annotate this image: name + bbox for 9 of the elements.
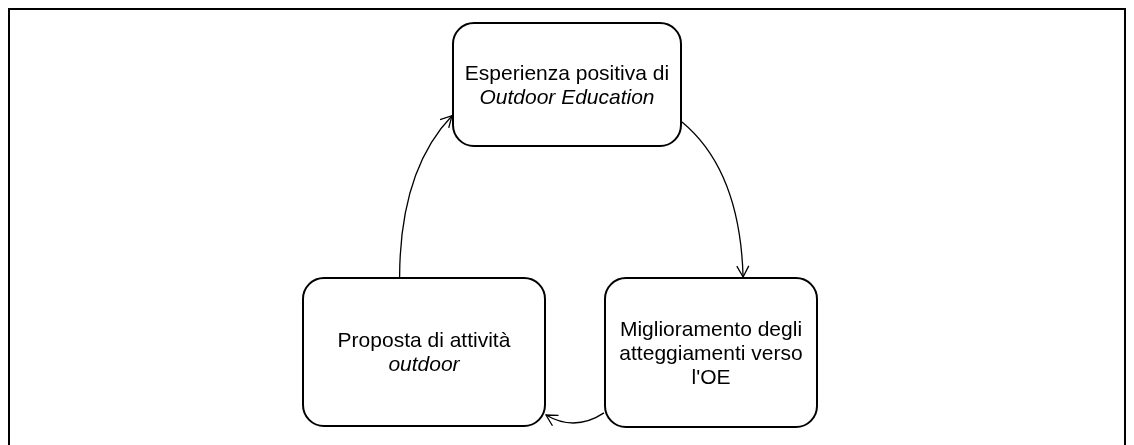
curved-arrow bbox=[398, 115, 453, 278]
box-text: Esperienza positiva di Outdoor Education bbox=[464, 60, 670, 109]
process-box bbox=[452, 22, 682, 147]
process-box bbox=[302, 277, 546, 427]
curved-arrow bbox=[681, 121, 750, 278]
curved-arrow bbox=[545, 412, 605, 427]
box-text: Miglioramento degli atteggiamenti verso l'OE bbox=[618, 316, 804, 389]
box-text: Proposta di attività outdoor bbox=[336, 328, 512, 376]
process-box bbox=[604, 277, 818, 428]
